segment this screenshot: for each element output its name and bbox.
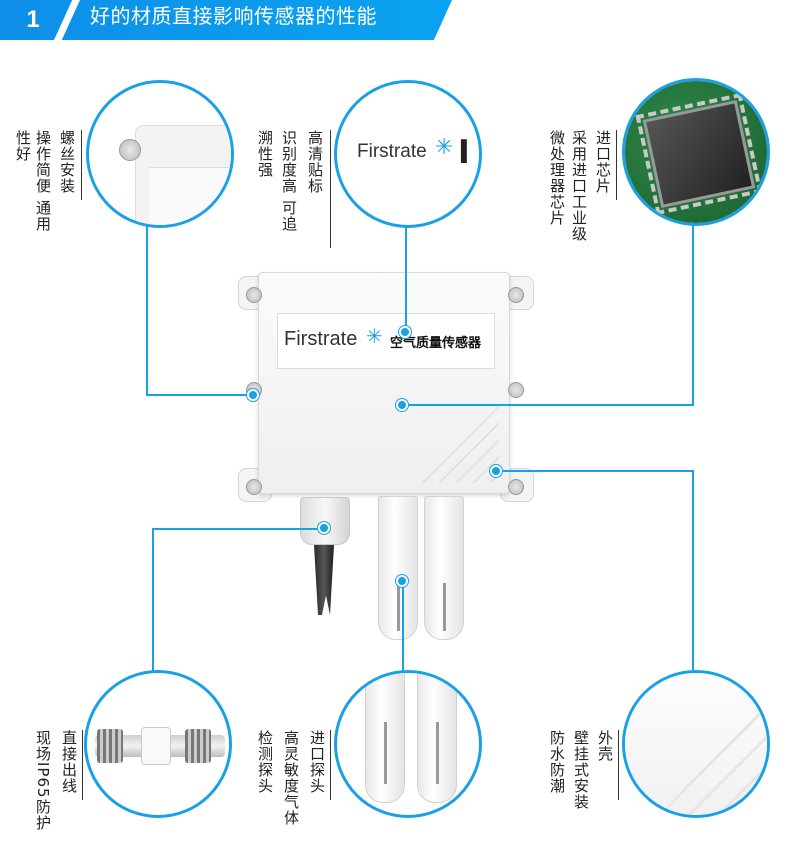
hotspot-screw (247, 389, 259, 401)
product-label-plate: Firstrate ✳ 空气质量传感器 (277, 313, 495, 369)
screw-divider (81, 130, 82, 200)
hotspot-label (399, 326, 411, 338)
label-detail-circle: Firstrate ✳ ▍ (334, 80, 482, 228)
label-partial-glyph: ▍ (461, 139, 477, 163)
section-title: 好的材质直接影响传感器的性能 (90, 4, 377, 28)
screw-icon-top-right (508, 287, 524, 303)
connector-screw-v (146, 226, 148, 396)
connector-chip-v (692, 224, 694, 406)
screw-text-col0: 性好 (14, 130, 32, 162)
device-brand-spark-icon: ✳ (366, 324, 383, 348)
chip-detail-circle (622, 78, 770, 226)
chip-text-col2: 进口芯片 (594, 130, 612, 194)
shell-text-col2: 外壳 (596, 730, 614, 762)
outlet-detail-circle (84, 670, 232, 818)
screw-icon-top-left (246, 287, 262, 303)
chip-text-col1: 采用进口工业级 (570, 130, 588, 242)
outlet-divider (82, 730, 83, 800)
label-text-col1: 识别度高 可追 (280, 130, 298, 232)
probe-slot (436, 722, 439, 784)
chip-divider (616, 130, 617, 200)
chip-text-col0: 微处理器芯片 (548, 130, 566, 226)
sensor-enclosure: Firstrate ✳ 空气质量传感器 (258, 272, 510, 494)
header-banner: 1 好的材质直接影响传感器的性能 (0, 0, 452, 40)
screw-detail-circle (86, 80, 234, 228)
connector-shell-h (496, 470, 692, 472)
shell-text-col0: 防水防潮 (548, 730, 566, 794)
hotspot-probe (396, 575, 408, 587)
zoom-probe-left (365, 673, 405, 803)
connector-chip-h (404, 404, 694, 406)
outlet-text-col2: 直接出线 (60, 730, 78, 794)
probe-divider (330, 730, 331, 800)
gland-nut (141, 727, 171, 765)
thread-right (185, 729, 211, 763)
probe-slot (384, 722, 387, 784)
connector-outlet-h (152, 528, 324, 530)
circle-brand-text: Firstrate (357, 141, 427, 162)
cable-gland (300, 497, 350, 545)
connector-shell-v (692, 470, 694, 670)
hotspot-shell (490, 465, 502, 477)
shell-text-col1: 壁挂式安装 (572, 730, 590, 810)
label-text-col2: 高清贴标 (306, 130, 324, 194)
screw-icon-mid-right (508, 382, 524, 398)
probe-slot (443, 583, 446, 631)
brand-spark-icon: ✳ (435, 135, 454, 160)
section-number: 1 (26, 6, 40, 33)
probe-text-col1: 高灵敏度气体 (282, 730, 300, 826)
probe-slot (397, 583, 400, 631)
screw-enclosure-edge (149, 167, 231, 225)
connector-screw-h (146, 394, 254, 396)
screw-icon (119, 139, 141, 161)
label-text-col0: 溯性强 (256, 130, 274, 178)
hotspot-outlet (318, 522, 330, 534)
zoom-probe-right (417, 673, 457, 803)
device-brand-text: Firstrate (284, 328, 358, 350)
connector-label-v (405, 226, 407, 332)
gas-probe-right (424, 496, 464, 640)
output-cable (314, 545, 334, 615)
connector-outlet-v (152, 528, 154, 672)
connector-probe-v (402, 582, 404, 674)
shell-divider (618, 730, 619, 800)
enclosure-ribs (419, 403, 499, 483)
hotspot-chip (396, 399, 408, 411)
shell-detail-circle (622, 670, 770, 818)
screw-icon-bottom-left (246, 479, 262, 495)
label-divider (330, 130, 331, 248)
probe-text-col2: 进口探头 (308, 730, 326, 794)
thread-left (97, 729, 123, 763)
device-product-name: 空气质量传感器 (390, 336, 482, 351)
probe-text-col0: 检测探头 (256, 730, 274, 794)
screw-text-col1: 操作简便 通用 (34, 130, 52, 232)
outlet-text-col1: 现场IP65防护 (34, 730, 52, 831)
probe-detail-circle (334, 670, 482, 818)
screw-text-col2: 螺丝安装 (58, 130, 76, 194)
gas-probe-left (378, 496, 418, 640)
screw-icon-bottom-right (508, 479, 524, 495)
